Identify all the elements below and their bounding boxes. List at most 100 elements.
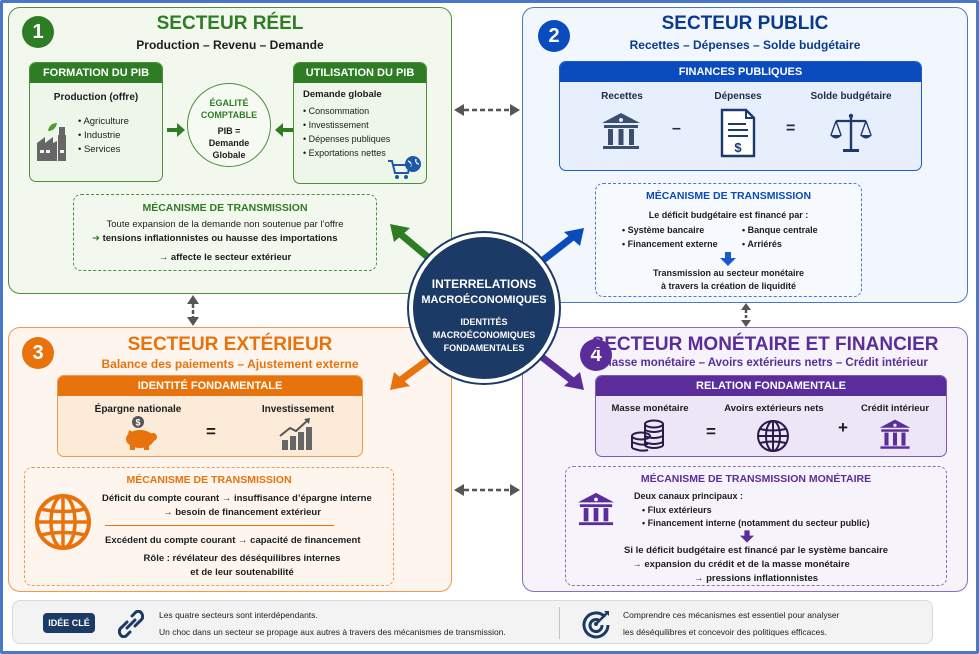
panel-header: FINANCES PUBLIQUES (560, 62, 921, 82)
identite-fondamentale-panel: IDENTITÉ FONDAMENTALE Épargne nationale … (57, 375, 363, 457)
panel-header: RELATION FONDAMENTALE (596, 376, 946, 396)
list-item: • Banque centrale (742, 225, 818, 235)
panel-heading: Production (offre) (53, 92, 139, 103)
column-label: Avoirs extérieurs nets (724, 403, 824, 414)
center-subtitle: IDENTITÉS (460, 317, 508, 327)
arrow-left-icon (275, 123, 293, 137)
utilisation-pib-panel: UTILISATION DU PIB Demande globale • Con… (293, 62, 427, 184)
list-item: • Exportations nettes (303, 148, 386, 158)
list-item: • Système bancaire (622, 225, 705, 235)
panel-heading: Demande globale (303, 89, 382, 100)
mechanism-text: ➜ tensions inflationnistes ou hausse des… (92, 233, 338, 244)
divider (105, 525, 334, 526)
mechanism-text: → besoin de financement extérieur (163, 507, 321, 518)
mechanism-text: Déficit du compte courant → insuffisance… (102, 493, 372, 504)
sector-number-badge: 4 (580, 339, 612, 371)
center-subtitle: MACROÉCONOMIQUES (432, 330, 536, 340)
center-title: INTERRELATIONS (431, 277, 537, 291)
sector-title: SECTEUR MONÉTAIRE ET FINANCIER (591, 334, 939, 355)
mechanism-box: MÉCANISME DE TRANSMISSION Le déficit bud… (595, 183, 862, 297)
center-title: MACROÉCONOMIQUES (421, 294, 547, 306)
mechanism-text: → affecte le secteur extérieur (158, 252, 292, 263)
mechanism-text: → expansion du crédit et de la masse mon… (632, 559, 850, 570)
footer-text: Les quatre secteurs sont interdépendants… (159, 610, 318, 620)
list-item: • Services (78, 144, 121, 155)
panel-header: IDENTITÉ FONDAMENTALE (58, 376, 362, 396)
formation-pib-panel: FORMATION DU PIB Production (offre) • Ag… (29, 62, 163, 182)
svg-text:$: $ (135, 418, 140, 428)
mechanism-text: Toute expansion de la demande non souten… (106, 219, 344, 230)
equality-label: ÉGALITÉ (209, 98, 249, 108)
list-item: • Consommation (303, 106, 370, 116)
sector-public: 2 SECTEUR PUBLIC Recettes – Dépenses – S… (522, 7, 968, 303)
balance-scale-icon (830, 113, 872, 152)
list-item: • Industrie (78, 130, 121, 141)
relation-fondamentale-panel: RELATION FONDAMENTALE Masse monétaire Av… (595, 375, 947, 457)
operator-equals: = (706, 422, 716, 441)
mechanism-box: MÉCANISME DE TRANSMISSION MONÉTAIRE Deux… (565, 466, 947, 586)
mechanism-title: MÉCANISME DE TRANSMISSION (126, 474, 292, 486)
sector-title: SECTEUR RÉEL (156, 13, 304, 34)
mechanism-text: Deux canaux principaux : (634, 491, 744, 501)
sector-title: SECTEUR PUBLIC (661, 13, 829, 34)
column-label: Solde budgétaire (810, 91, 892, 102)
svg-text:$: $ (734, 140, 742, 155)
equality-label: COMPTABLE (200, 110, 258, 120)
mechanism-text: Excédent du compte courant → capacité de… (105, 535, 361, 546)
identity-right-label: Investissement (261, 404, 335, 415)
mechanism-title: MÉCANISME DE TRANSMISSION MONÉTAIRE (640, 473, 872, 485)
sector-number-badge: 3 (22, 337, 54, 369)
sector-number-badge: 1 (22, 16, 54, 48)
piggy-bank-icon: $ (126, 416, 157, 450)
sector-title: SECTEUR EXTÉRIEUR (127, 334, 333, 355)
target-goal-icon (582, 611, 610, 639)
shopping-cart-globe-icon (388, 156, 421, 179)
sector-exterieur: 3 SECTEUR EXTÉRIEUR Balance des paiement… (8, 327, 452, 592)
sector-subtitle: Masse monétaire – Avoirs extérieurs netr… (602, 357, 928, 369)
column-label: Dépenses (714, 91, 762, 102)
globe-icon (35, 494, 91, 550)
equality-formula: PIB = (217, 126, 241, 136)
double-arrow-vertical-icon (741, 303, 751, 327)
mechanism-text: Si le déficit budgétaire est financé par… (624, 545, 888, 556)
equality-circle: ÉGALITÉ COMPTABLE PIB = Demande Globale (187, 83, 271, 167)
double-arrow-vertical-icon (187, 295, 199, 326)
list-item: • Financement interne (notamment du sect… (642, 518, 870, 528)
mechanism-text: Rôle : révélateur des déséquilibres inte… (143, 553, 341, 564)
mechanism-title: MÉCANISME DE TRANSMISSION (645, 190, 812, 202)
mechanism-text: Transmission au secteur monétaire (652, 268, 805, 278)
arrow-right-icon: ➜ (92, 233, 100, 244)
operator-minus: – (672, 120, 681, 137)
key-idea-badge: IDÉE CLÉ (43, 613, 95, 633)
mechanism-text: à travers la création de liquidité (660, 281, 797, 291)
double-arrow-horizontal-icon (454, 104, 520, 116)
footer-text: Comprendre ces mécanismes est essentiel … (623, 610, 840, 620)
factory-icon (37, 123, 66, 161)
mechanism-title: MÉCANISME DE TRANSMISSION (142, 202, 308, 214)
mechanism-text: → pressions inflationnistes (693, 573, 819, 584)
column-label: Recettes (601, 91, 643, 102)
list-item: • Dépenses publiques (303, 134, 391, 144)
mechanism-box: MÉCANISME DE TRANSMISSION Toute expansio… (73, 194, 377, 271)
list-item: • Agriculture (78, 116, 129, 127)
mechanism-text: Le déficit budgétaire est financé par : (648, 210, 809, 220)
panel-header: UTILISATION DU PIB (294, 63, 426, 83)
list-item: • Investissement (303, 120, 369, 130)
panel-header: FORMATION DU PIB (30, 63, 162, 83)
arrow-down-icon (720, 252, 736, 266)
mechanism-text: et de leur soutenabilité (190, 567, 294, 578)
list-item: • Arriérés (742, 239, 782, 249)
growth-chart-icon (279, 418, 312, 450)
center-subtitle: FONDAMENTALES (443, 343, 525, 353)
bank-icon (578, 492, 614, 526)
column-label: Masse monétaire (611, 403, 689, 414)
finances-publiques-panel: FINANCES PUBLIQUES Recettes Dépenses Sol… (559, 61, 922, 171)
center-interrelations-circle: INTERRELATIONS MACROÉCONOMIQUES IDENTITÉ… (409, 233, 559, 383)
arrow-to-sector-monetaire-icon (534, 350, 584, 390)
sector-subtitle: Production – Revenu – Demande (136, 38, 324, 52)
list-item: • Flux extérieurs (642, 505, 712, 515)
mechanism-box: MÉCANISME DE TRANSMISSION Déficit du com… (24, 467, 394, 586)
equality-formula: Globale (212, 150, 246, 160)
bank-icon (879, 419, 911, 449)
